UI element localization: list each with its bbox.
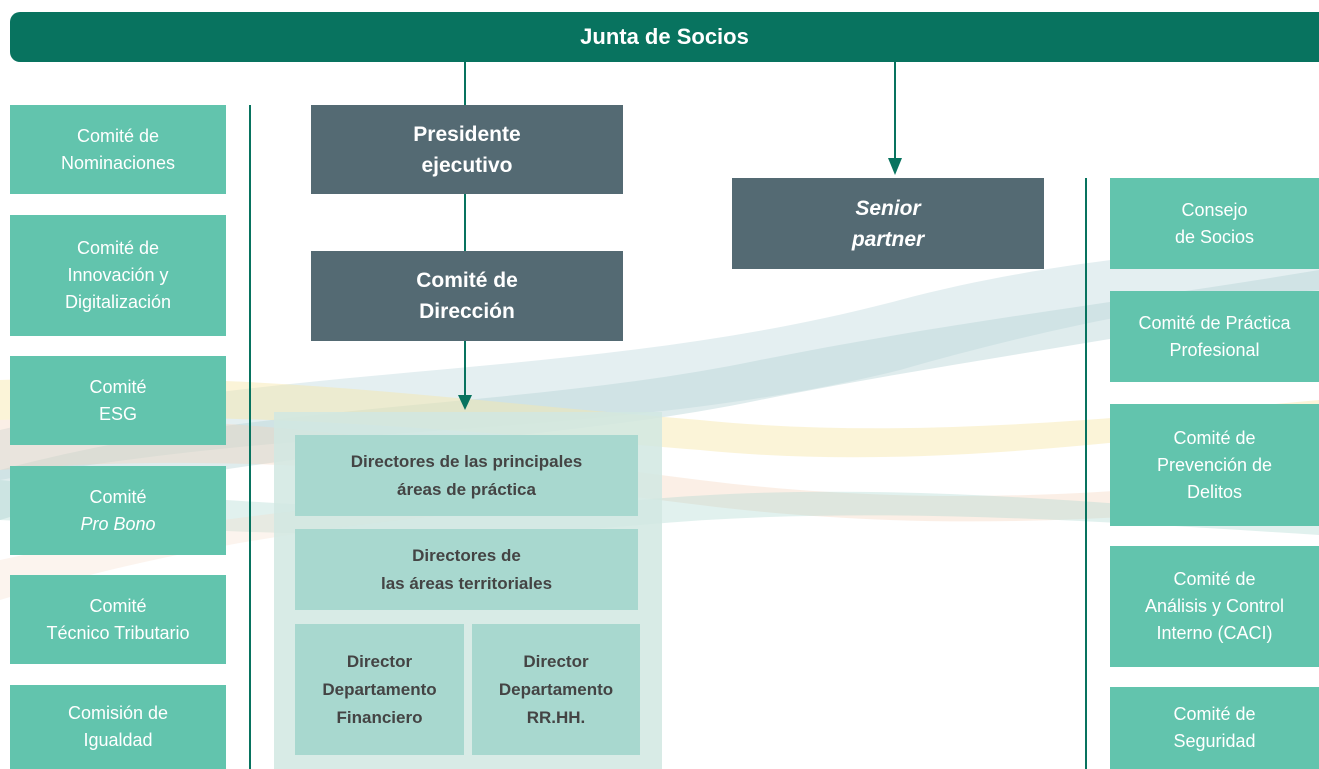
- connector-president-committee: [464, 194, 466, 251]
- committee-practica-profesional: Comité de Práctica Profesional: [1110, 291, 1319, 382]
- box-label-line: Comité de: [416, 269, 518, 292]
- box-label-line: ejecutivo: [421, 153, 513, 177]
- box-label-line: Dirección: [419, 300, 515, 323]
- comite-direccion-box: Comité de Dirección: [311, 251, 623, 341]
- box-label-line: las áreas territoriales: [380, 573, 553, 593]
- committee-label-line: Comité de: [1173, 704, 1256, 724]
- committee-label-line: de Socios: [1174, 226, 1255, 247]
- committee-label-line: Técnico Tributario: [46, 622, 190, 643]
- committee-label-line: ESG: [98, 403, 137, 424]
- junta-de-socios-header: Junta de Socios: [10, 12, 1319, 62]
- committee-esg: Comité ESG: [10, 356, 226, 445]
- committee-igualdad: Comisión de Igualdad: [10, 685, 226, 769]
- committee-label-line: Profesional: [1169, 339, 1260, 360]
- committee-label-line: Comité de: [1173, 569, 1256, 589]
- committee-label-line: Igualdad: [83, 730, 153, 750]
- presidente-ejecutivo-box: Presidente ejecutivo: [311, 105, 623, 194]
- committee-label-line: Pro Bono: [80, 513, 156, 534]
- box-label-line: áreas de práctica: [397, 479, 536, 499]
- box-label-line: Departamento: [498, 679, 614, 699]
- committee-nominaciones: Comité de Nominaciones: [10, 105, 226, 194]
- committee-label-line: Comité de: [1173, 427, 1256, 448]
- right-divider: [1085, 178, 1087, 769]
- committee-label-line: Innovación y: [67, 265, 169, 285]
- committee-label-line: Seguridad: [1173, 731, 1256, 751]
- box-label-line: Departamento: [322, 679, 437, 699]
- header-title: Junta de Socios: [580, 24, 749, 49]
- senior-partner-box: Senior partner: [732, 178, 1044, 269]
- left-divider: [249, 105, 251, 769]
- committee-label-line: Comité: [89, 486, 147, 507]
- committee-caci: Comité de Análisis y Control Interno (CA…: [1110, 546, 1319, 667]
- consejo-de-socios: Consejo de Socios: [1110, 178, 1319, 269]
- committee-label-line: Prevención de: [1156, 454, 1273, 475]
- box-label-line: Directores de las principales: [350, 451, 583, 471]
- committee-tecnico-tributario: Comité Técnico Tributario: [10, 575, 226, 664]
- committee-label-line: Nominaciones: [60, 152, 176, 173]
- box-label-line: partner: [851, 227, 925, 251]
- committee-pro-bono: Comité Pro Bono: [10, 466, 226, 555]
- committee-label-line: Comité de Práctica: [1138, 312, 1291, 333]
- arrow-down-icon: [458, 395, 472, 410]
- box-label-line: Presidente: [413, 122, 521, 146]
- connector-header-senior-partner: [894, 62, 896, 162]
- committee-label-line: Delitos: [1186, 481, 1243, 502]
- connector-committee-directors: [464, 341, 466, 399]
- committee-prevencion-delitos: Comité de Prevención de Delitos: [1110, 404, 1319, 526]
- box-label-line: Senior: [855, 196, 921, 220]
- committee-label-line: Consejo: [1181, 199, 1248, 220]
- territorial-directors-box: Directores de las áreas territoriales: [295, 529, 638, 610]
- arrow-down-icon: [888, 158, 902, 175]
- box-label-line: Director: [523, 651, 589, 671]
- committee-label-line: Comité de: [76, 125, 160, 146]
- hr-director-box: Director Departamento RR.HH.: [472, 624, 640, 755]
- committee-seguridad: Comité de Seguridad: [1110, 687, 1319, 769]
- committee-label-line: Comité: [89, 595, 147, 616]
- box-label-line: RR.HH.: [526, 707, 586, 727]
- box-label-line: Financiero: [336, 707, 423, 727]
- committee-label-line: Interno (CACI): [1156, 623, 1273, 643]
- committee-label-line: Análisis y Control: [1144, 596, 1285, 616]
- committee-label-line: Comité: [89, 376, 147, 397]
- committee-label-line: Comisión de: [67, 703, 169, 723]
- committee-innovacion: Comité de Innovación y Digitalización: [10, 215, 226, 336]
- box-label-line: Directores de: [412, 545, 521, 565]
- connector-header-president: [464, 62, 466, 105]
- finance-director-box: Director Departamento Financiero: [295, 624, 464, 755]
- practice-directors-box: Directores de las principales áreas de p…: [295, 435, 638, 516]
- committee-label-line: Digitalización: [64, 292, 172, 312]
- box-label-line: Director: [346, 651, 413, 671]
- committee-label-line: Comité de: [76, 238, 160, 258]
